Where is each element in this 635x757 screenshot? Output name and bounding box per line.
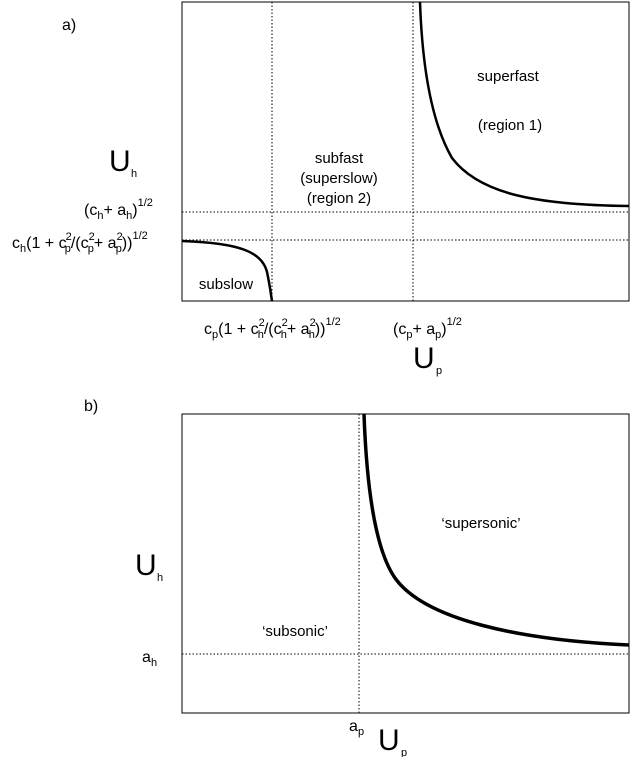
panel-a-frame [181,1,630,302]
panel-b-label: b) [84,398,98,415]
svg-text:a: a [142,649,151,666]
region-subfast: subfast [315,150,364,167]
svg-text:(ch+ ah)1/2: (ch+ ah)1/2 [84,197,153,222]
panel-b-supersonic-curve [362,413,630,647]
svg-text:U: U [109,145,131,178]
panel-b-xtick-ap: a p [349,718,364,738]
region-supersonic: ‘supersonic’ [441,515,520,532]
panel-a-subslow-curve [181,239,274,302]
panel-a-xtick-fast: (cp+ ap)1/2 [393,316,462,341]
panel-a-y-axis-title: U h [109,145,137,180]
panel-a-superfast-curve [418,1,630,208]
svg-text:(cp+ ap)1/2: (cp+ ap)1/2 [393,316,462,341]
region-subslow: subslow [199,276,253,293]
svg-text:p: p [401,747,407,757]
panel-b-ytick-ah: a h [142,649,157,669]
region-1-label: (region 1) [478,117,542,134]
svg-text:p: p [436,365,442,377]
svg-text:p: p [358,726,364,738]
svg-text:a: a [349,718,358,735]
region-superslow: (superslow) [300,170,378,187]
panel-b-y-axis-title: U h [135,549,163,584]
region-subsonic: ‘subsonic’ [262,623,328,640]
panel-a-x-axis-title: U p [413,342,442,377]
panel-b-x-axis-title: U p [378,724,407,757]
svg-text:h: h [157,572,163,584]
svg-text:U: U [378,724,400,757]
panel-a-label: a) [62,17,76,34]
region-2-label: (region 2) [307,190,371,207]
svg-text:cp(1 + c2h/(c2h+ a2h))1/2: cp(1 + c2h/(c2h+ a2h))1/2 [204,316,341,341]
svg-text:ch(1 + c2p/(c2p+ a2p))1/2: ch(1 + c2p/(c2p+ a2p))1/2 [12,230,148,255]
svg-text:U: U [413,342,435,375]
panel-a-ytick-fast: (ch+ ah)1/2 [84,197,153,222]
region-superfast: superfast [477,68,540,85]
svg-text:U: U [135,549,157,582]
svg-text:h: h [151,657,157,669]
panel-b-frame [181,413,630,714]
svg-text:h: h [131,168,137,180]
